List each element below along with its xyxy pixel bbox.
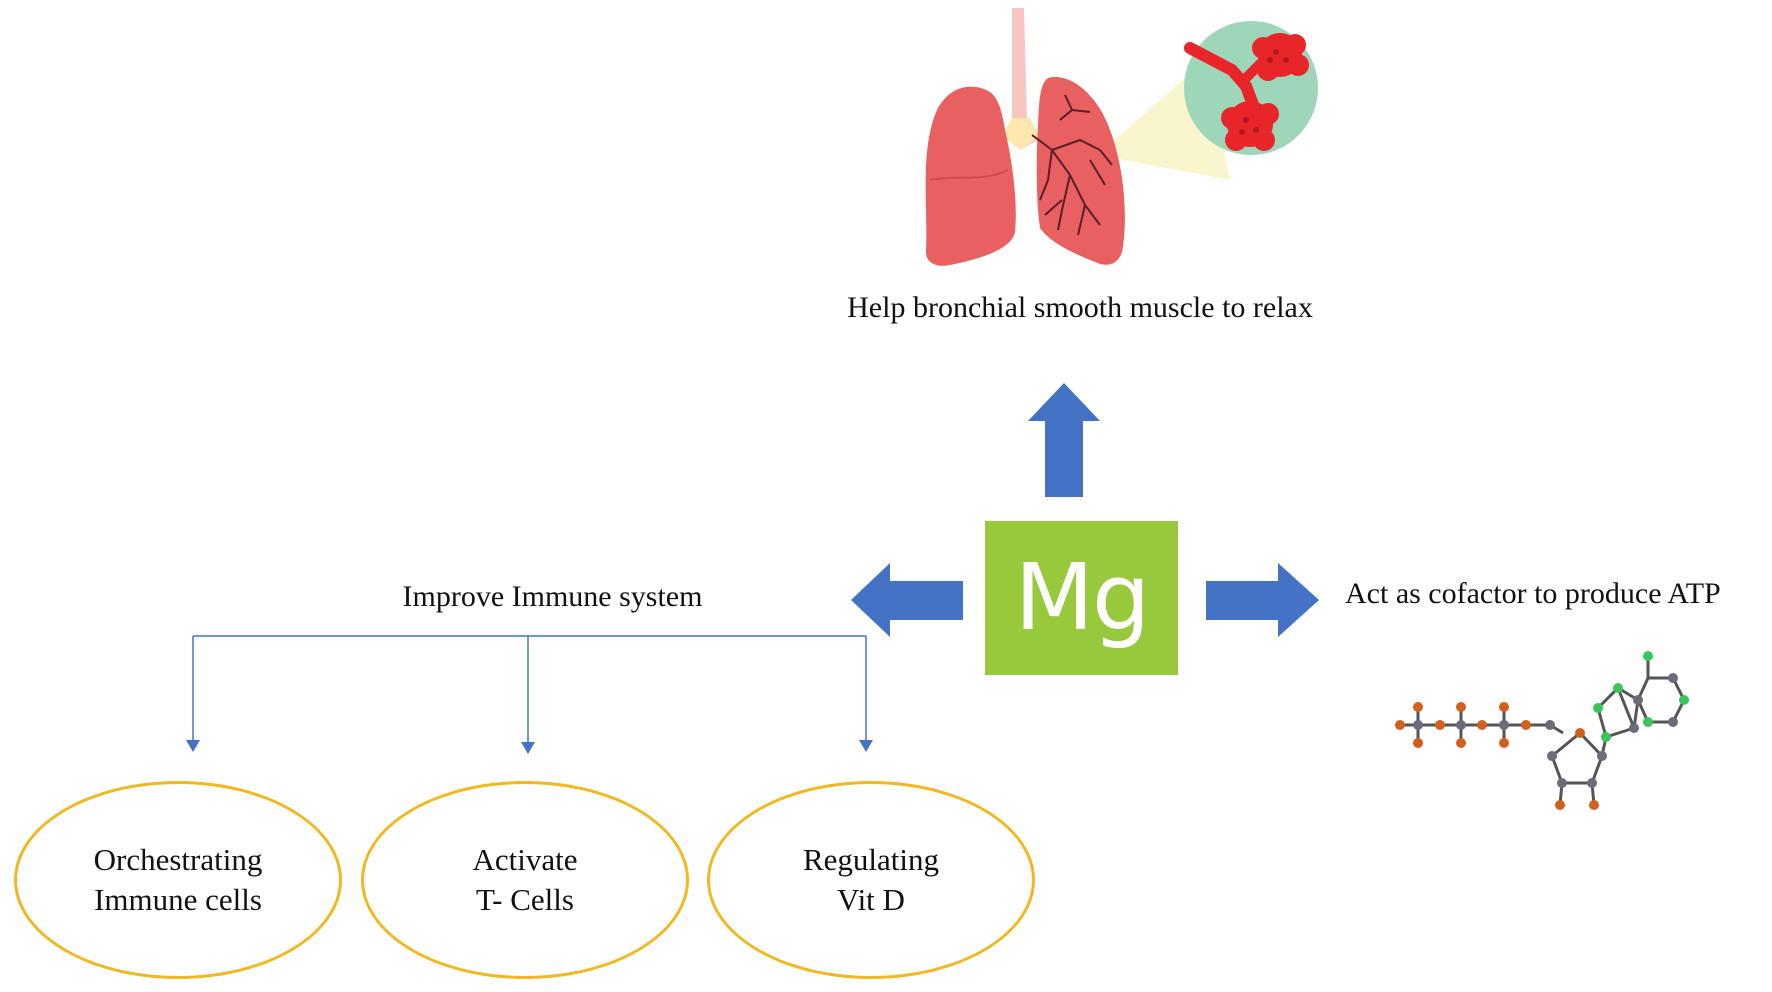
immune-connector	[192, 635, 867, 742]
immune-oval-regulating: Regulating Vit D	[707, 781, 1035, 979]
arrowhead-2	[521, 742, 535, 754]
mg-label: Mg	[1014, 544, 1151, 651]
arrow-up	[1028, 383, 1100, 497]
mg-box: Mg	[985, 521, 1178, 675]
arrowhead-1	[186, 740, 200, 752]
oval-line: Activate	[472, 842, 578, 877]
arrowhead-3	[859, 740, 873, 752]
immune-oval-orchestrating: Orchestrating Immune cells	[14, 781, 342, 979]
lung-caption: Help bronchial smooth muscle to relax	[847, 291, 1313, 324]
oval-line: Immune cells	[94, 882, 262, 917]
atp-caption: Act as cofactor to produce ATP	[1345, 577, 1721, 610]
oval-line: Vit D	[837, 882, 905, 917]
oval-line: T- Cells	[476, 882, 574, 917]
immune-caption: Improve Immune system	[402, 580, 703, 613]
arrow-left	[851, 563, 963, 637]
immune-oval-activate: Activate T- Cells	[361, 781, 689, 979]
oval-line: Regulating	[802, 842, 940, 877]
arrow-right	[1206, 563, 1319, 637]
oval-line: Orchestrating	[93, 842, 263, 877]
